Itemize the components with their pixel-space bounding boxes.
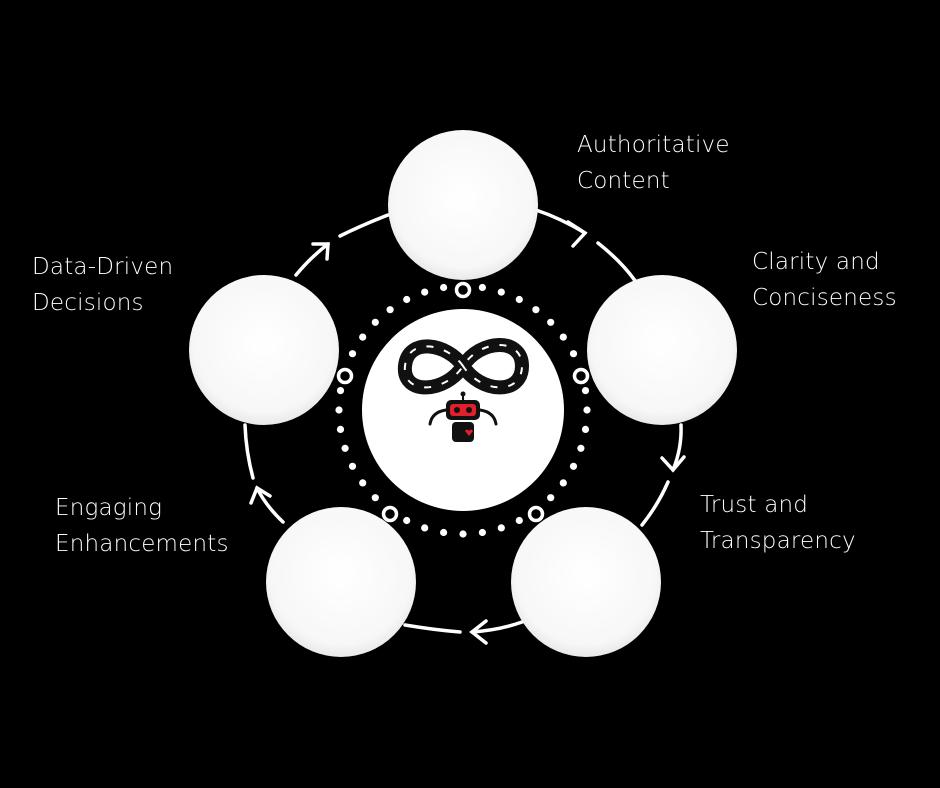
arrow-head-5 bbox=[311, 242, 330, 261]
ring-dot bbox=[478, 528, 486, 537]
ring-dot bbox=[336, 425, 345, 433]
ring-marker bbox=[527, 505, 545, 523]
connector-left-lower bbox=[255, 486, 285, 524]
connector-left-upper bbox=[294, 242, 330, 277]
arrow-head-1 bbox=[566, 220, 588, 248]
dotted-inner-ring bbox=[335, 282, 591, 538]
connector-right-upper bbox=[596, 241, 638, 284]
ring-dot bbox=[348, 462, 357, 470]
ring-marker bbox=[454, 281, 472, 299]
arrow-head-4 bbox=[249, 485, 272, 505]
label-trust-and-transparency: Trust and Transparency bbox=[700, 487, 856, 559]
ring-dot bbox=[559, 333, 567, 341]
ring-dot bbox=[336, 387, 345, 395]
label-authoritative-content: Authoritative Content bbox=[577, 127, 730, 199]
ring-dot bbox=[532, 306, 540, 314]
center-hub bbox=[362, 309, 564, 511]
connector-left-mid bbox=[243, 423, 255, 480]
ring-dot bbox=[515, 516, 523, 525]
ring-dot bbox=[440, 528, 448, 537]
ring-dot bbox=[583, 406, 591, 414]
label-data-driven-decisions: Data-Driven Decisions bbox=[32, 249, 173, 321]
node-authoritative-content bbox=[388, 130, 538, 280]
label-engaging-enhancements: Engaging Enhancements bbox=[55, 490, 229, 562]
ring-dot bbox=[359, 333, 367, 341]
ring-dot bbox=[547, 494, 555, 502]
label-line: Clarity and bbox=[752, 249, 880, 275]
ring-dot bbox=[547, 318, 555, 326]
label-clarity-and-conciseness: Clarity and Conciseness bbox=[752, 244, 897, 316]
ring-dot bbox=[569, 462, 578, 470]
node-clarity-and-conciseness bbox=[587, 275, 737, 425]
ring-dot bbox=[371, 494, 379, 502]
ring-dot bbox=[559, 479, 567, 487]
infinity-robot-logo-icon bbox=[397, 338, 529, 442]
arrow-head-2 bbox=[660, 455, 686, 473]
node-trust-and-transparency bbox=[511, 507, 661, 657]
ring-marker bbox=[381, 505, 399, 523]
ring-dot bbox=[403, 295, 411, 304]
connector-lower-right-tail bbox=[640, 480, 670, 527]
label-line: Decisions bbox=[32, 290, 144, 316]
ring-marker bbox=[336, 367, 354, 385]
ring-dot bbox=[581, 425, 590, 433]
ring-dot bbox=[515, 295, 523, 304]
label-line: Transparency bbox=[700, 528, 856, 554]
node-circles bbox=[189, 130, 737, 657]
ring-markers bbox=[336, 281, 590, 523]
node-data-driven-decisions bbox=[189, 275, 339, 425]
ring-dot bbox=[403, 516, 411, 525]
label-line: Data-Driven bbox=[32, 254, 174, 280]
label-line: Content bbox=[577, 168, 670, 194]
label-line: Trust and bbox=[700, 492, 809, 518]
ring-dot bbox=[459, 530, 467, 538]
ring-dot bbox=[440, 283, 448, 292]
connector-bottom-tail bbox=[403, 623, 462, 634]
ring-dot bbox=[348, 350, 357, 358]
label-line: Authoritative bbox=[577, 132, 730, 158]
ring-dot bbox=[335, 406, 343, 414]
ring-dot bbox=[569, 350, 578, 358]
ring-dot bbox=[577, 444, 585, 452]
ring-dot bbox=[478, 283, 486, 292]
label-line: Engaging bbox=[55, 495, 163, 521]
ring-dot bbox=[421, 288, 429, 296]
ring-marker bbox=[572, 367, 590, 385]
ring-dot bbox=[497, 288, 505, 296]
ring-dot bbox=[421, 524, 429, 532]
ring-dot bbox=[386, 306, 394, 314]
label-line: Conciseness bbox=[752, 285, 897, 311]
ring-dot bbox=[371, 318, 379, 326]
cycle-connectors bbox=[243, 208, 686, 645]
ring-dot bbox=[497, 524, 505, 532]
ring-dot bbox=[581, 387, 590, 395]
node-engaging-enhancements bbox=[266, 507, 416, 657]
connector-top-left bbox=[338, 213, 390, 238]
label-line: Enhancements bbox=[55, 531, 229, 557]
arrow-head-3 bbox=[469, 619, 488, 645]
ring-dot bbox=[341, 444, 349, 452]
ring-dot bbox=[359, 479, 367, 487]
connector-bottom bbox=[470, 620, 524, 634]
